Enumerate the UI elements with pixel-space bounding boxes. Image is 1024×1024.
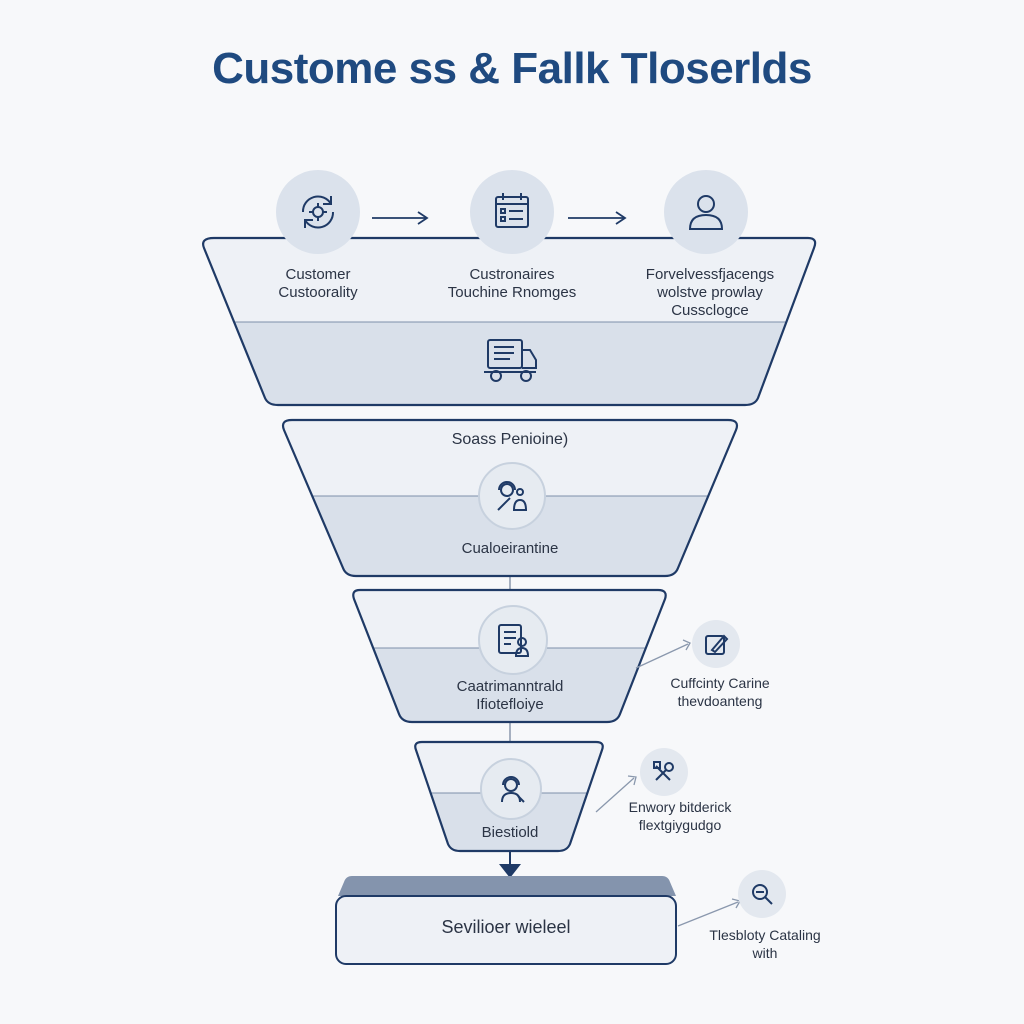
stage1-label-touch: Custronaires Touchine Rnomges	[412, 266, 612, 302]
diagram-title: Custome ss & Fallk Tloserlds	[212, 44, 812, 93]
support-agent-icon	[480, 758, 542, 820]
magnifier-icon	[738, 870, 786, 918]
side-note-1: Cuffcinty Carine thevdoanteng	[650, 674, 790, 710]
label-line: Cuffcinty Carine	[670, 675, 770, 691]
bottom-box	[335, 876, 677, 965]
label-line: Caatrimanntrald	[456, 678, 564, 695]
stage1-label-customer: Customer Custoorality	[228, 266, 408, 302]
callout-line	[635, 639, 691, 669]
side-note-2: Enwory bitderick flextgiygudgo	[610, 798, 750, 834]
stage2-label: Cualoeirantine	[461, 540, 559, 557]
calendar-checklist-icon	[470, 170, 554, 254]
side-note-3: Tlesbloty Cataling with	[700, 926, 830, 962]
label-line: Tlesbloty Cataling	[709, 927, 821, 943]
label-line: Customer	[285, 266, 351, 283]
stage4-label: Biestiold	[481, 824, 539, 841]
bottom-box-label: Sevilioer wieleel	[441, 917, 571, 937]
callout-line	[595, 775, 637, 813]
funnel-stage-1	[202, 236, 817, 407]
stage2-title: Soass Penioine)	[451, 431, 569, 448]
label-line: Enwory bitderick	[628, 799, 732, 815]
label-line: wolstve prowlay	[657, 284, 763, 301]
document-person-icon	[478, 605, 548, 675]
label-line: Cussclogce	[671, 302, 749, 319]
flow-arrow	[568, 211, 627, 225]
label-line: Custoorality	[278, 284, 358, 301]
pencil-edit-icon	[692, 620, 740, 668]
label-line: thevdoanteng	[677, 693, 763, 709]
label-line: with	[752, 945, 778, 961]
stage3-label: Caatrimanntrald Ifiotefloiye	[410, 678, 610, 714]
label-line: flextgiygudgo	[638, 817, 722, 833]
label-line: Custronaires	[469, 266, 555, 283]
tools-icon	[640, 748, 688, 796]
refresh-gear-icon	[276, 170, 360, 254]
label-line: Touchine Rnomges	[447, 284, 577, 301]
person-icon	[664, 170, 748, 254]
headset-person-icon	[478, 462, 546, 530]
delivery-truck-icon	[480, 334, 540, 386]
callout-line	[677, 898, 741, 927]
stage1-label-experience: Forvelvessfjacengs wolstve prowlay Cussc…	[610, 266, 810, 320]
label-line: Ifiotefloiye	[476, 696, 544, 713]
label-line: Forvelvessfjacengs	[645, 266, 775, 283]
down-arrow	[499, 851, 521, 878]
flow-arrow	[372, 211, 429, 225]
